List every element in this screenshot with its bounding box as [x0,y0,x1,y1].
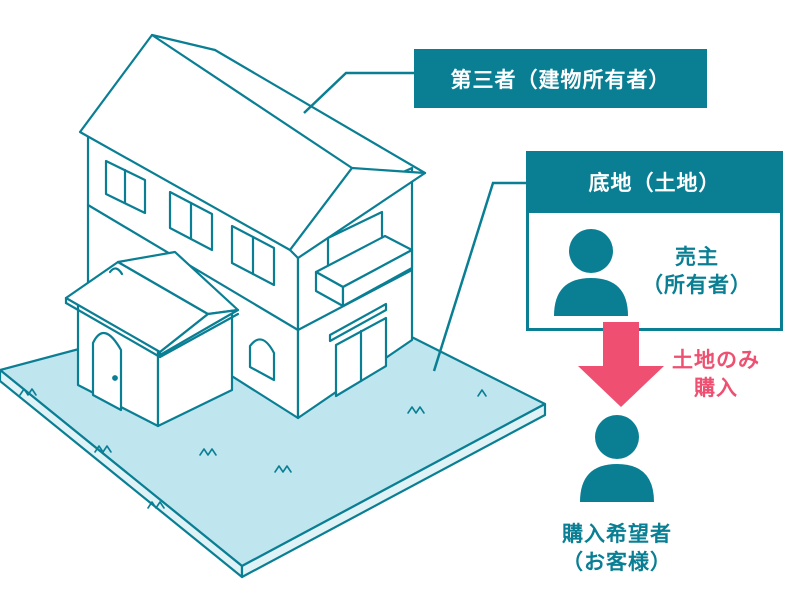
land-label: 底地（土地） [588,171,721,195]
seller-label-line1: 売主 [675,245,719,269]
seller-person-icon [554,229,628,316]
building-owner-leader [303,71,414,114]
land-only-purchase-text: 土地のみ 購入 [654,346,778,402]
seller-label-line2: （所有者） [642,273,752,297]
action-label-line1: 土地のみ [672,348,760,372]
buyer-person-icon [580,415,654,502]
building-owner-tag: 第三者（建物所有者） [414,49,707,108]
garage-door [328,302,388,398]
land-leader [432,181,528,372]
buyer-label-line1: 購入希望者 [562,522,672,546]
land-tag: 底地（土地） [526,151,783,213]
arrow-down-icon [578,322,664,407]
seller-text: 売主 （所有者） [632,243,762,299]
buyer-label-line2: （お客様） [562,550,672,574]
grass-tufts [19,388,487,509]
balcony [314,210,414,308]
action-label-line2: 購入 [694,376,738,400]
building-owner-label: 第三者（建物所有者） [450,67,671,92]
buyer-text: 購入希望者 （お客様） [531,520,703,576]
upper-windows [104,159,276,287]
main-roof [78,33,427,260]
annex [64,250,240,428]
